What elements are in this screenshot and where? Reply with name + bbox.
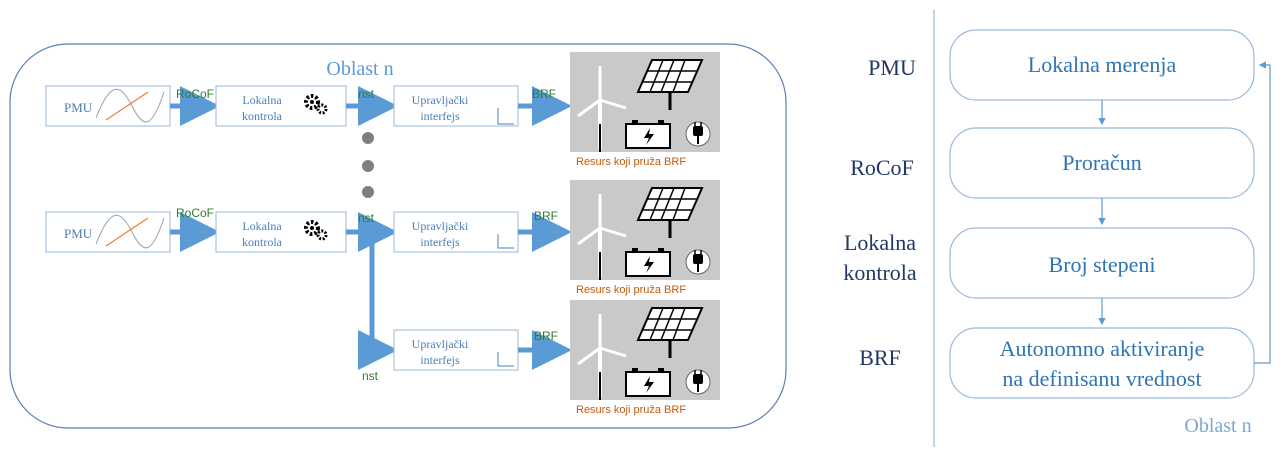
step-response-icon (497, 234, 514, 249)
side-label-control-line2: kontrola (843, 260, 917, 285)
box-activation-line2: na definisanu vrednost (1002, 366, 1201, 391)
interface-block-2-line2: interfejs (420, 235, 460, 249)
trend-line-icon (105, 217, 149, 247)
resource-icons-3 (568, 298, 722, 402)
nst-label-1: nst (358, 87, 375, 101)
control-block-1-line2: kontrola (242, 109, 283, 123)
pmu-block-2-label: PMU (64, 226, 93, 241)
interface-block-1-line1: Upravljački (412, 93, 469, 107)
ellipsis-dot (362, 186, 374, 198)
sine-wave-icon (95, 88, 165, 123)
resource-icons-2 (568, 178, 722, 282)
interface-block-1-line2: interfejs (420, 109, 460, 123)
region-boundary-left (9, 43, 787, 429)
pmu-block-2 (45, 211, 171, 253)
ellipsis-dot (362, 132, 374, 144)
feedback-loop-arrow (1254, 61, 1271, 364)
resource-caption-3: Resurs koji pruža BRF (576, 404, 686, 416)
rocof-label-2: RoCoF (176, 206, 214, 220)
brf-label-1: BRF (532, 87, 556, 101)
side-label-pmu: PMU (868, 55, 916, 80)
resource-icons-1 (568, 50, 722, 154)
interface-block-3-line1: Upravljački (412, 337, 469, 351)
pmu-block-1-label: PMU (64, 100, 93, 115)
box-measurements-label: Lokalna merenja (1028, 52, 1177, 77)
resource-caption-2: Resurs koji pruža BRF (576, 284, 686, 296)
nst-label-2: nst (358, 211, 375, 225)
control-block-1 (215, 85, 347, 127)
box-calculation-label: Proračun (1062, 150, 1141, 175)
control-block-2-line1: Lokalna (242, 219, 282, 233)
region-title-left: Oblast n (326, 58, 393, 80)
ellipsis-dot (362, 160, 374, 172)
interface-block-3-line2: interfejs (420, 353, 460, 367)
resource-caption-1: Resurs koji pruža BRF (576, 156, 686, 168)
control-block-2-line2: kontrola (242, 235, 283, 249)
rocof-label-1: RoCoF (176, 87, 214, 101)
step-response-icon (497, 108, 514, 125)
control-block-1-line1: Lokalna (242, 93, 282, 107)
step-response-icon (497, 352, 514, 367)
box-stages-label: Broj stepeni (1049, 252, 1156, 277)
trend-line-icon (105, 91, 149, 121)
brf-label-3: BRF (534, 329, 558, 343)
brf-label-2: BRF (534, 209, 558, 223)
interface-block-2-line1: Upravljački (412, 219, 469, 233)
nst-label-3: nst (362, 369, 379, 383)
control-block-2 (215, 211, 347, 253)
side-label-brf: BRF (859, 345, 901, 370)
side-label-rocof: RoCoF (850, 155, 914, 180)
region-title-right: Oblast n (1184, 415, 1251, 437)
side-label-control-line1: Lokalna (844, 230, 916, 255)
box-activation-line1: Autonomno aktiviranje (1000, 336, 1205, 361)
sine-wave-icon (95, 214, 165, 249)
